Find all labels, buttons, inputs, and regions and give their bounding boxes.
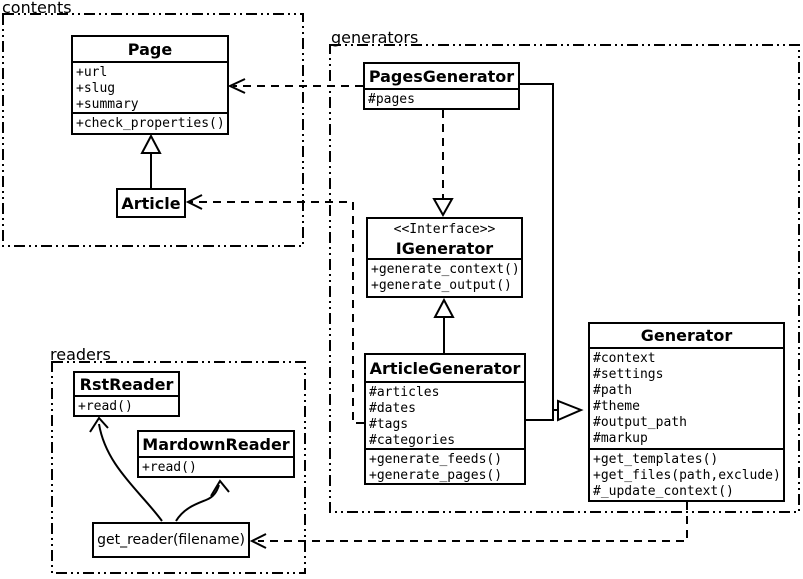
open-arrowhead — [249, 533, 267, 549]
class-header: <<Interface>> IGenerator — [368, 219, 521, 258]
class-attribute: +url — [76, 65, 108, 80]
open-arrowhead — [89, 416, 109, 433]
class-method: +read() — [78, 399, 133, 414]
class-name: MardownReader — [142, 434, 290, 454]
edge-pagesgenerator-depends-page — [227, 78, 363, 94]
edge-generator-depends-getreader — [249, 502, 688, 549]
class-attribute: #categories — [369, 433, 456, 448]
class-method: +generate_context() — [371, 262, 520, 277]
class-stereotype: <<Interface>> — [393, 222, 496, 237]
class-box-generator: Generator #context #settings #path #them… — [588, 322, 785, 502]
class-attribute: +slug — [76, 81, 116, 96]
class-box-mardownreader: MardownReader +read() — [137, 430, 295, 478]
edge-getreader-to-mardownreader — [175, 479, 230, 522]
class-attribute: #pages — [368, 92, 415, 107]
package-label-readers: readers — [50, 345, 111, 364]
attributes-section: #articles #dates #tags #categories — [366, 381, 524, 448]
methods-section: +get_templates() +get_files(path,exclude… — [590, 448, 783, 498]
edge-pagesgenerator-implements-igenerator — [432, 110, 454, 218]
function-box-get-reader: get_reader(filename) — [92, 522, 250, 558]
class-method: #_update_context() — [593, 484, 734, 498]
attributes-section: +url +slug +summary — [73, 61, 227, 112]
class-box-rstreader: RstReader +read() — [73, 371, 180, 417]
class-attribute: #dates — [369, 401, 416, 416]
class-box-article: Article — [116, 188, 186, 218]
edge-articlegenerator-depends-article — [185, 194, 364, 424]
package-border-generators — [329, 44, 800, 513]
package-label-generators: generators — [331, 28, 419, 47]
class-attribute: #output_path — [593, 415, 687, 430]
class-method: +generate_pages() — [369, 468, 503, 483]
class-method: +generate_feeds() — [369, 452, 503, 467]
class-box-articlegenerator: ArticleGenerator #articles #dates #tags … — [364, 353, 526, 485]
methods-section: +generate_feeds() +generate_pages() — [366, 448, 524, 483]
edge-articlegenerator-extends-igenerator — [433, 297, 455, 353]
class-box-igenerator: <<Interface>> IGenerator +generate_conte… — [366, 217, 523, 298]
package-label-contents: contents — [2, 0, 72, 17]
class-attribute: #path — [593, 383, 633, 398]
attributes-section: #context #settings #path #theme #output_… — [590, 347, 783, 448]
class-box-pagesgenerator: PagesGenerator #pages — [363, 62, 520, 110]
class-method: +generate_output() — [371, 278, 512, 293]
class-name: Article — [121, 193, 181, 213]
class-name: RstReader — [79, 374, 174, 394]
class-method: +get_files(path,exclude) — [593, 468, 781, 483]
class-name: Page — [127, 39, 173, 59]
package-border-readers — [51, 361, 306, 574]
class-attribute: #tags — [369, 417, 409, 432]
class-name: Generator — [640, 326, 733, 345]
class-method: +get_templates() — [593, 452, 719, 467]
attributes-section: #pages — [365, 88, 518, 108]
class-attribute: #articles — [369, 385, 440, 400]
methods-section: +read() — [139, 456, 293, 476]
class-method: +check_properties() — [76, 116, 225, 131]
methods-section: +check_properties() — [73, 112, 227, 133]
edge-generators-extend-generator — [520, 83, 584, 422]
class-attribute: #theme — [593, 399, 640, 414]
function-name: get_reader(filename) — [97, 532, 245, 548]
methods-section: +read() — [75, 395, 178, 415]
package-border-contents — [2, 13, 304, 247]
open-arrowhead — [185, 194, 203, 210]
class-name: IGenerator — [395, 238, 494, 258]
class-attribute: #markup — [593, 431, 648, 446]
class-method: +read() — [142, 460, 197, 475]
methods-section: +generate_context() +generate_output() — [368, 258, 521, 294]
open-arrowhead — [210, 479, 230, 497]
edge-getreader-to-rstreader — [89, 416, 163, 522]
class-box-page: Page +url +slug +summary +check_properti… — [71, 35, 229, 135]
open-arrowhead — [227, 78, 246, 94]
class-name: ArticleGenerator — [369, 358, 521, 378]
edge-article-extends-page — [140, 133, 162, 188]
class-name: PagesGenerator — [368, 66, 515, 86]
class-attribute: #settings — [593, 367, 664, 382]
class-attribute: #context — [593, 351, 656, 366]
class-attribute: +summary — [76, 97, 139, 112]
